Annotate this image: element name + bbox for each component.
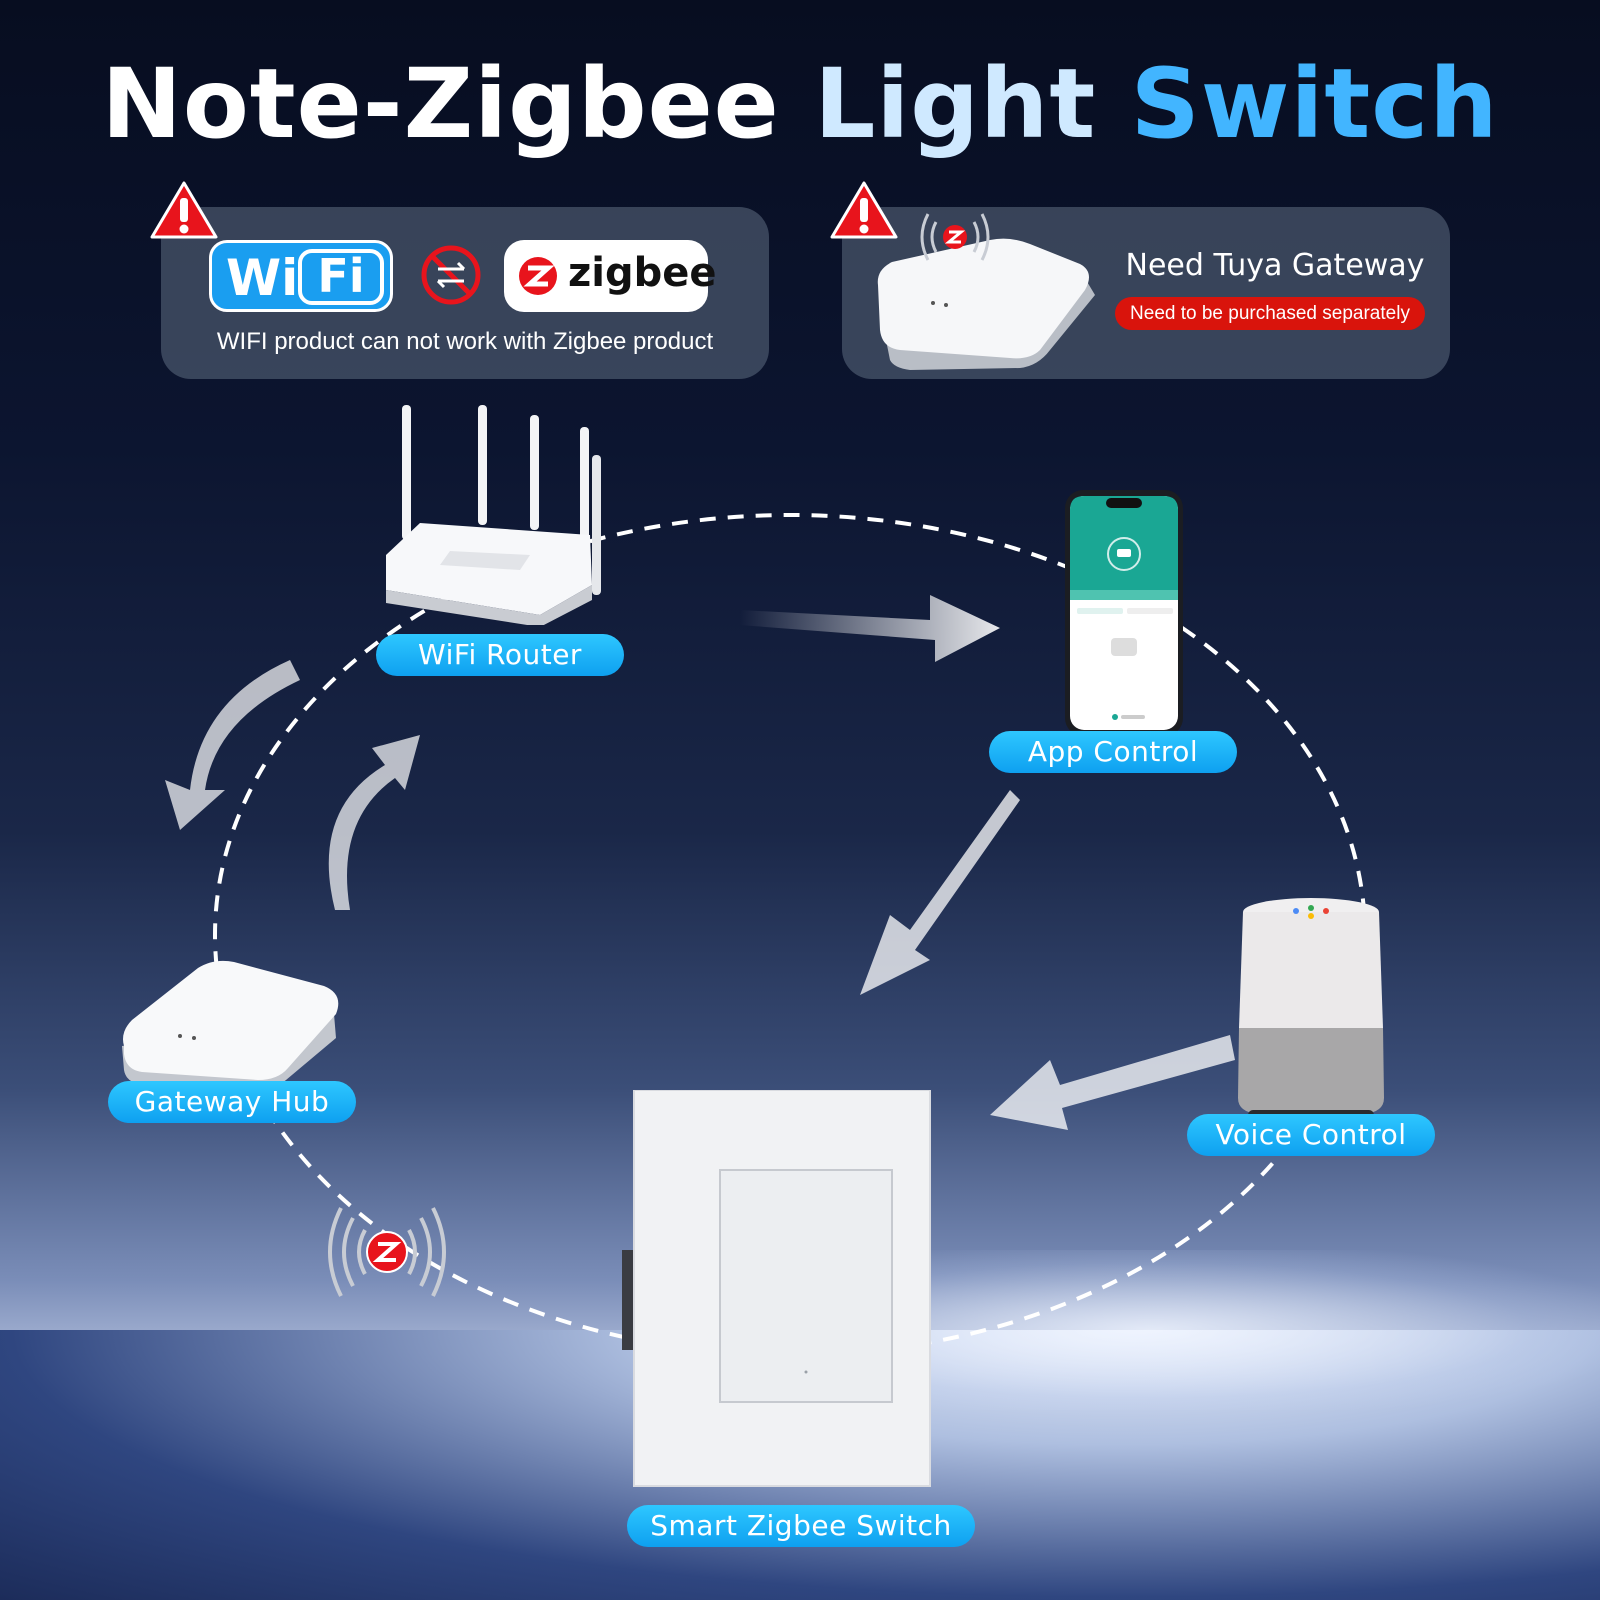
zigbee-signal-icon [920,213,990,261]
arrow-router-to-app [740,595,1000,662]
zigbee-logo: zigbee [504,240,717,312]
smart-switch-image [622,1090,931,1487]
arrow-hub-to-router [328,735,420,910]
wifi-router-image [386,405,601,625]
page-title: Note-Zigbee Light Switch [0,48,1600,160]
label-app-control: App Control [989,731,1237,773]
title-part-2: Light [814,48,1097,160]
no-swap-icon [421,245,481,305]
label-smart-switch: Smart Zigbee Switch [627,1505,975,1547]
label-gateway-hub: Gateway Hub [108,1081,356,1123]
warning-icon [830,181,898,239]
arrow-voice-to-switch [990,1035,1235,1130]
arrow-router-to-hub [165,660,300,830]
wifi-logo-fi: Fi [298,249,384,305]
title-part-1: Note-Zigbee [101,48,780,160]
gateway-hub-image [122,960,339,1090]
zigbee-signal-icon [328,1207,446,1297]
title-part-3: Switch [1130,48,1499,160]
wifi-logo-wi: Wi [226,249,299,307]
gateway-device-image [877,213,1095,370]
arrow-app-to-switch [860,790,1020,995]
label-voice-control: Voice Control [1187,1114,1435,1156]
label-wifi-router: WiFi Router [376,634,624,676]
gateway-title: Need Tuya Gateway [1125,248,1425,283]
smart-speaker-image [1238,898,1384,1120]
warning-icon [150,181,218,239]
gateway-subtitle-badge: Need to be purchased separately [1115,297,1425,330]
wifi-logo: Wi Fi [209,240,393,312]
phone-app-image [1065,490,1183,736]
zigbee-mark-icon [519,257,557,295]
wifi-zigbee-note: WIFI product can not work with Zigbee pr… [216,328,714,355]
zigbee-logo-text: zigbee [568,250,717,296]
